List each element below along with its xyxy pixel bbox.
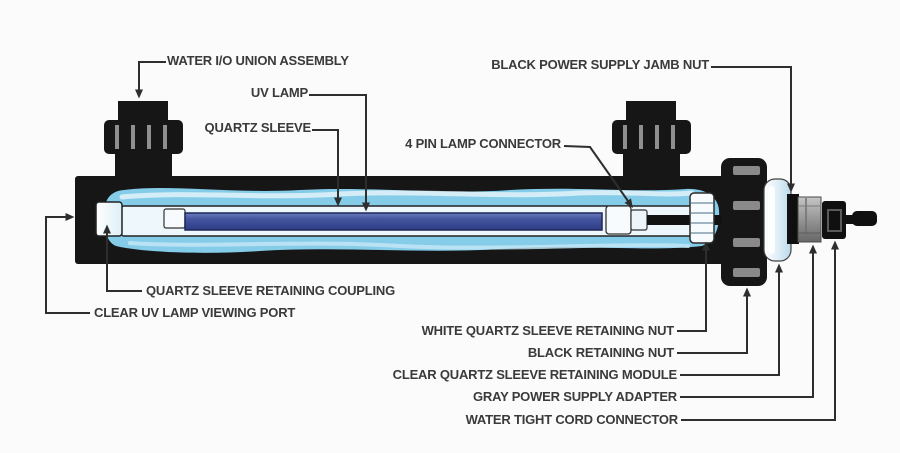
leader-viewing-port — [45, 213, 90, 314]
water-highlight-top — [119, 190, 695, 200]
label-white-retaining-nut: WHITE QUARTZ SLEEVE RETAINING NUT — [421, 323, 675, 338]
water-tight-cord-connector-shape — [822, 201, 846, 239]
four-pin-connector-shape — [605, 205, 648, 235]
leader-water-io-union — [135, 61, 166, 99]
water-highlight-bottom — [128, 241, 690, 250]
label-gray-power-adapter: GRAY POWER SUPPLY ADAPTER — [472, 389, 677, 404]
power-cord-shape — [846, 211, 877, 226]
label-quartz-sleeve: QUARTZ SLEEVE — [204, 120, 312, 135]
label-water-io-union: WATER I/O UNION ASSEMBLY — [167, 53, 349, 68]
leader-quartz-sleeve — [312, 129, 342, 207]
leader-gray-power-adapter — [680, 244, 817, 398]
uv-lamp-shape — [184, 212, 603, 231]
leader-clear-retaining-module — [680, 263, 783, 376]
leader-retaining-coupling — [103, 224, 142, 292]
lamp-cable-shape — [647, 215, 722, 225]
label-clear-retaining-module: CLEAR QUARTZ SLEEVE RETAINING MODULE — [392, 367, 678, 382]
leader-uv-lamp — [309, 94, 370, 212]
clear-retaining-module-shape — [763, 178, 792, 262]
label-viewing-port: CLEAR UV LAMP VIEWING PORT — [94, 305, 296, 320]
retaining-coupling-shape — [95, 201, 123, 237]
leader-four-pin-connector — [563, 145, 633, 208]
leader-black-retaining-nut — [677, 287, 751, 354]
white-retaining-nut-shape — [689, 192, 715, 244]
water-io-union-left-shape — [104, 101, 183, 178]
water-io-union-right-shape — [612, 101, 691, 178]
sleeve-collar-shape — [163, 208, 186, 229]
label-four-pin-connector: 4 PIN LAMP CONNECTOR — [405, 136, 561, 151]
label-water-tight-cord: WATER TIGHT CORD CONNECTOR — [465, 412, 679, 427]
label-black-retaining-nut: BLACK RETAINING NUT — [527, 345, 674, 360]
gray-power-adapter-shape — [797, 196, 822, 243]
label-uv-lamp: UV LAMP — [250, 85, 308, 100]
black-retaining-nut-shape — [721, 158, 767, 286]
leader-water-tight-cord — [681, 240, 839, 421]
black-power-jamb-nut-shape — [787, 194, 799, 244]
leader-black-power-jamb-nut — [711, 66, 795, 193]
label-black-power-jamb-nut: BLACK POWER SUPPLY JAMB NUT — [491, 57, 709, 72]
label-retaining-coupling: QUARTZ SLEEVE RETAINING COUPLING — [146, 283, 396, 298]
leader-white-retaining-nut — [677, 241, 710, 332]
